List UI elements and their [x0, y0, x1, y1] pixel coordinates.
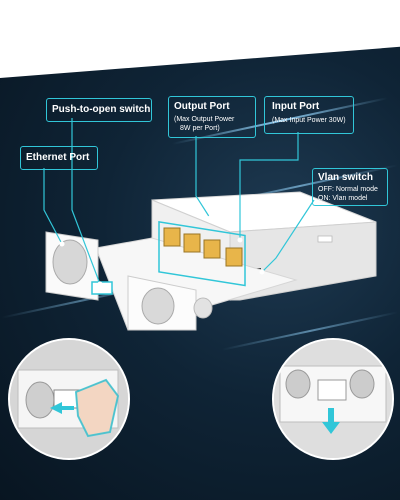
- arrow-down-icon: [322, 408, 340, 434]
- end-cap-detail-illustration: [274, 340, 392, 458]
- callout-output-port-note-2: 8W per Port): [180, 125, 220, 132]
- ports-highlight: [158, 220, 246, 287]
- hand-press-icon: [74, 378, 120, 438]
- callout-output-port: [168, 96, 256, 138]
- callout-ethernet-port-title: Ethernet Port: [26, 152, 90, 163]
- port-3: [203, 239, 221, 259]
- status-led: [317, 235, 333, 243]
- port-2: [183, 233, 201, 253]
- port-1: [163, 227, 181, 247]
- line-ethernet: [43, 168, 63, 245]
- callout-input-port-title: Input Port: [272, 101, 320, 112]
- callout-vlan-switch-title: Vlan switch: [318, 172, 374, 183]
- rj45-ports: [163, 227, 243, 267]
- left-cable-hole: [52, 239, 88, 285]
- push-switch-tab: [91, 281, 113, 295]
- callout-push-to-open: [46, 98, 152, 122]
- push-open-detail-illustration: [10, 340, 128, 458]
- line-push-switch: [71, 118, 101, 285]
- callout-input-port-note: (Max Input Power 30W): [272, 117, 346, 124]
- callout-vlan-switch: [312, 168, 388, 206]
- anchor-dot: [207, 215, 213, 221]
- callout-vlan-switch-on: ON: Vlan model: [318, 195, 368, 202]
- callout-input-port: [264, 96, 354, 134]
- anchor-dot: [259, 269, 265, 275]
- callout-output-port-note-1: (Max Output Power: [174, 116, 235, 123]
- anchor-dot: [97, 281, 103, 287]
- callout-vlan-switch-off: OFF: Normal mode: [318, 186, 378, 193]
- port-4: [225, 247, 243, 267]
- callout-push-to-open-title: Push-to-open switch: [52, 104, 151, 115]
- right-cable-hole: [141, 287, 175, 325]
- base-mount-hole: [193, 297, 213, 319]
- line-output-port: [195, 136, 211, 219]
- detail-circle-push-open: [8, 338, 130, 460]
- line-input-port: [239, 132, 299, 240]
- anchor-dot: [237, 237, 243, 243]
- detail-circle-end-cap: [272, 338, 394, 460]
- line-vlan: [261, 199, 315, 273]
- arrow-left-icon: [50, 402, 74, 414]
- anchor-dot: [59, 241, 65, 247]
- callout-ethernet-port: [20, 146, 98, 170]
- callout-output-port-title: Output Port: [174, 101, 230, 112]
